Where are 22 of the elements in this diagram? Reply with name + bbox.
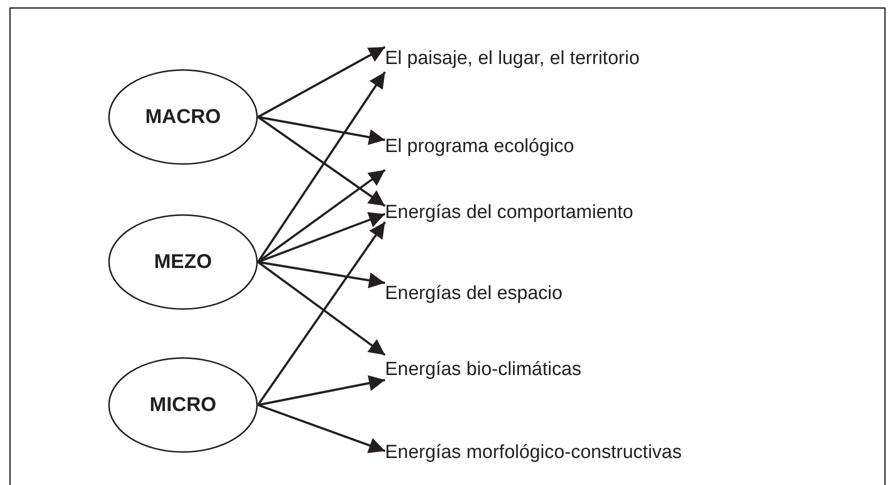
node-label: MICRO	[150, 394, 216, 416]
arrow	[258, 212, 386, 264]
item-label: Energías del espacio	[385, 283, 562, 305]
arrow	[257, 71, 386, 263]
item-label: Energías morfológico-constructivas	[385, 442, 682, 464]
item-label: Energías del comportamiento	[385, 202, 634, 224]
ellipse-node	[108, 357, 258, 453]
arrow	[258, 375, 386, 406]
arrow	[258, 404, 386, 454]
node-label: MEZO	[154, 250, 212, 274]
arrow	[257, 46, 386, 118]
item-label: El paisaje, el lugar, el territorio	[385, 48, 640, 70]
ellipse-node	[108, 214, 258, 310]
arrow	[257, 116, 386, 207]
arrow	[257, 261, 386, 356]
item-label: Energías bio-climáticas	[385, 359, 582, 381]
node-label: MACRO	[145, 106, 221, 128]
arrow	[257, 221, 386, 406]
ellipse-node	[108, 69, 258, 165]
arrow	[258, 116, 386, 146]
item-label: El programa ecológico	[385, 136, 574, 158]
arrow	[258, 260, 386, 288]
